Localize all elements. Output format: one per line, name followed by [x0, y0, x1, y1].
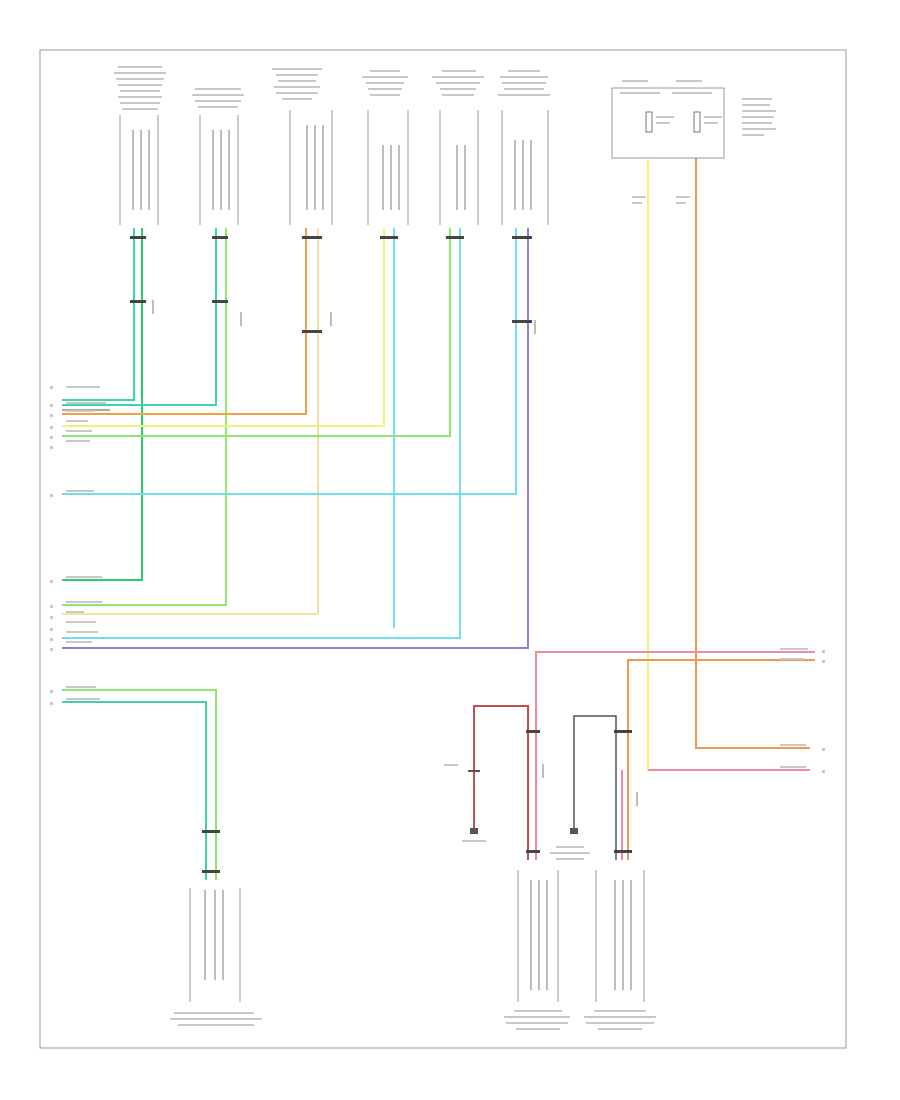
fuse-2-icon: [693, 111, 701, 133]
wire-purple-1: [62, 228, 529, 649]
component-brackets: [119, 110, 549, 225]
ground-icon: [444, 764, 486, 842]
wire-cyan-2: [62, 228, 461, 639]
diagram-frame: [39, 49, 847, 1049]
wire-tan-1: [62, 228, 319, 615]
ground-icon-2: [570, 828, 578, 834]
top-component-labels: [114, 66, 550, 110]
wires: [62, 158, 815, 880]
wire-cyan-3: [62, 228, 517, 495]
wire-red-1: [473, 705, 529, 860]
wire-green-5: [62, 228, 451, 437]
wire-green-2: [62, 228, 143, 581]
wire-black-2: [573, 715, 617, 860]
connector-tags: [152, 300, 638, 806]
wire-red-orange-1: [627, 659, 815, 860]
wire-green-3: [62, 228, 217, 406]
wire-yellow-1: [62, 228, 385, 427]
fuse-box: [611, 80, 776, 204]
fuse-1-icon: [645, 111, 653, 133]
wire-pink-1: [535, 651, 815, 860]
wire-green-6: [62, 689, 217, 880]
connector-markers: [130, 236, 632, 873]
bottom-components: [170, 846, 656, 1030]
wire-green-1: [62, 228, 135, 401]
wire-orange-2: [695, 158, 810, 749]
wire-green-7: [62, 701, 207, 880]
right-wire-labels: [780, 648, 825, 773]
pin-label-marks: [132, 125, 532, 210]
left-wire-labels: [50, 386, 106, 705]
wire-orange-1: [62, 228, 307, 415]
wire-yellow-2: [647, 158, 810, 771]
wire-green-4: [62, 228, 227, 606]
